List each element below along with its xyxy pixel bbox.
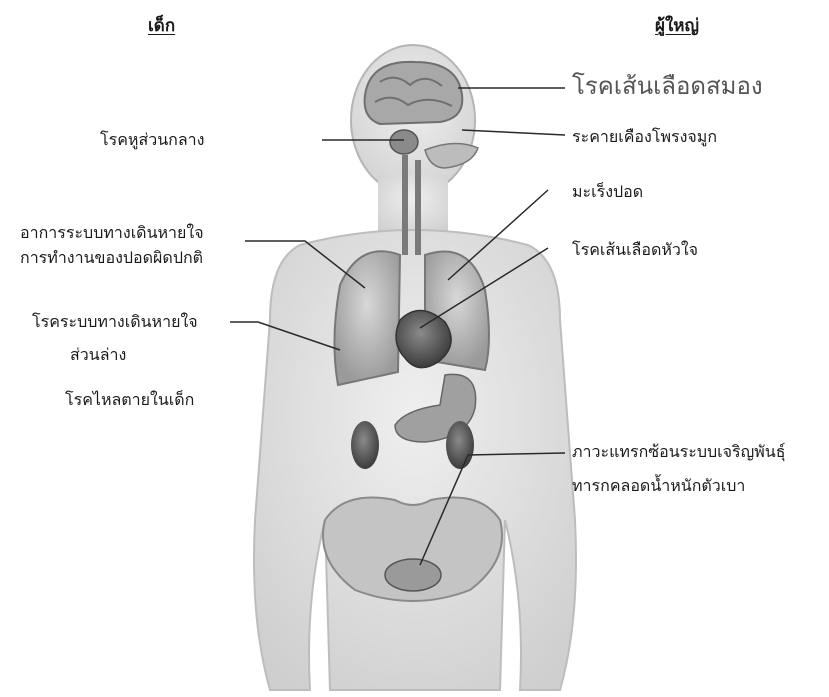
label-impaired-lung-function: การทำงานของปอดผิดปกติ: [20, 248, 203, 268]
label-low-birth-weight: ทารกคลอดน้ำหนักตัวเบา: [572, 476, 745, 496]
children-header: เด็ก: [148, 12, 175, 39]
uterus-organ: [385, 559, 441, 591]
label-stroke: โรคเส้นเลือดสมอง: [572, 72, 763, 100]
brain-organ: [365, 62, 463, 124]
label-lower-respiratory-illness: โรคระบบทางเดินหายใจ: [32, 312, 198, 332]
label-reproductive-effects: ภาวะแทรกซ้อนระบบเจริญพันธุ์: [572, 442, 785, 462]
label-lower-respiratory-illness-cont: ส่วนล่าง: [70, 345, 126, 365]
label-middle-ear-disease: โรคหูส่วนกลาง: [100, 130, 204, 150]
label-lung-cancer: มะเร็งปอด: [572, 182, 643, 202]
label-sids: โรคไหลตายในเด็ก: [65, 390, 194, 410]
right-kidney: [446, 421, 474, 469]
left-kidney: [351, 421, 379, 469]
label-nasal-irritation: ระคายเคืองโพรงจมูก: [572, 127, 717, 147]
label-respiratory-symptoms: อาการระบบทางเดินหายใจ: [20, 223, 204, 243]
adults-header: ผู้ใหญ่: [655, 12, 699, 39]
label-coronary-heart-disease: โรคเส้นเลือดหัวใจ: [572, 240, 698, 260]
nasal-cavity: [425, 143, 478, 168]
ear-organ: [390, 130, 418, 154]
